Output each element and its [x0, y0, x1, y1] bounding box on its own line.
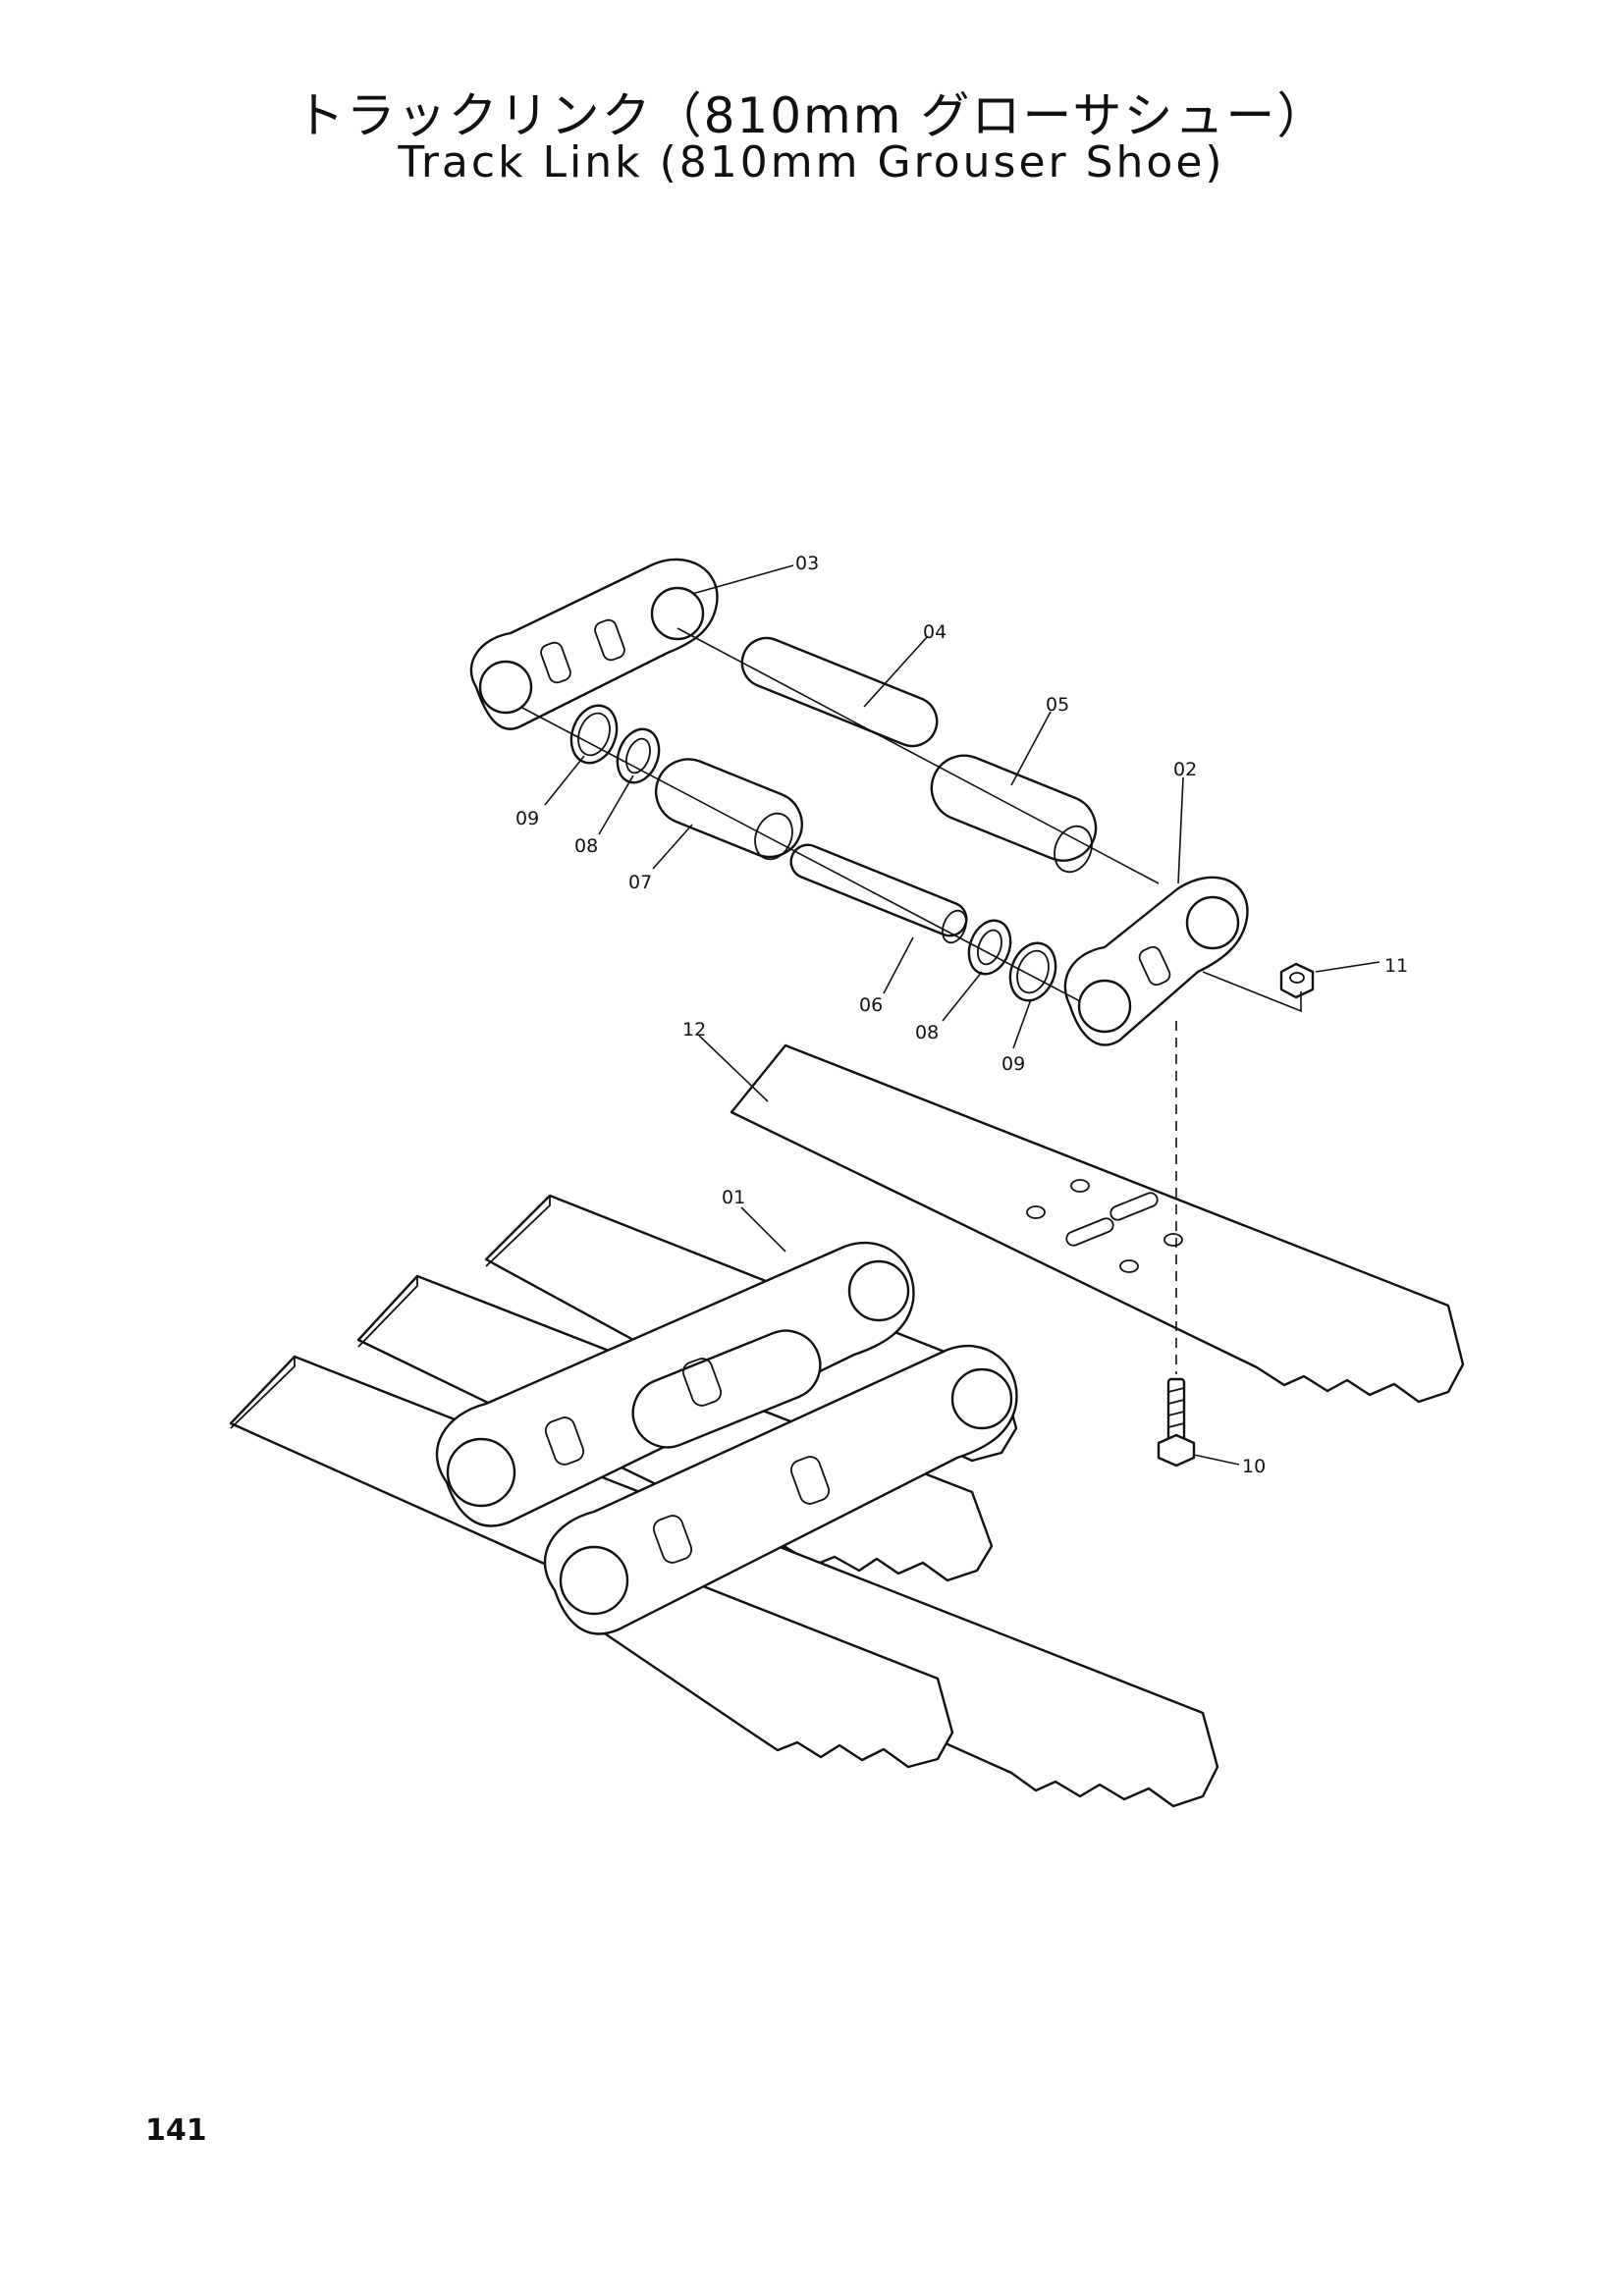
callout-08-right: 08	[915, 1022, 939, 1043]
nut-axis-line	[1202, 971, 1302, 1013]
callout-12: 12	[682, 1019, 706, 1041]
link-pin-boss-1	[446, 1437, 516, 1508]
page-title-english: Track Link (810mm Grouser Shoe)	[398, 137, 1225, 187]
ring-09-left	[569, 704, 619, 765]
shoe-plate-12	[730, 1043, 1465, 1404]
page-title-japanese: トラックリンク（810mm グローサシュー）	[295, 87, 1328, 144]
assembly-axis-upper	[676, 627, 1160, 884]
link-pin-boss-4	[950, 1367, 1013, 1430]
callout-09-left: 09	[515, 808, 539, 829]
track-link-02	[1063, 876, 1249, 1046]
seal-08-right	[967, 919, 1012, 976]
callout-02: 02	[1173, 759, 1197, 780]
callout-03: 03	[795, 553, 819, 574]
assembled-link-right	[543, 1344, 1018, 1635]
page-number: 141	[145, 2113, 207, 2148]
callout-10: 10	[1242, 1456, 1266, 1477]
assembly-axis-lower	[519, 706, 1081, 1002]
shoe-nut-11	[1279, 962, 1315, 999]
track-shoe-lower	[582, 1559, 954, 1769]
link-window-1	[544, 1416, 585, 1466]
callout-08-left: 08	[574, 835, 598, 857]
callout-06: 06	[859, 994, 883, 1016]
shoe-plate-holes	[1026, 1179, 1183, 1273]
callout-05: 05	[1046, 694, 1069, 716]
callouts: 03 04 05 02 11 09 08 07 06 08 09 12	[515, 553, 1408, 1477]
track-pin-04	[740, 636, 939, 748]
link-pin-boss-2	[847, 1259, 910, 1322]
link-window-3	[652, 1515, 693, 1564]
callout-09-right: 09	[1001, 1053, 1025, 1075]
track-link-03	[469, 558, 719, 730]
callout-04: 04	[923, 621, 947, 643]
assembled-bushing	[631, 1329, 822, 1449]
link-window-4	[789, 1456, 831, 1505]
shoe-bolt-10	[1157, 1377, 1196, 1468]
master-pin-06	[789, 843, 968, 944]
callout-01: 01	[722, 1187, 745, 1208]
bushing-05	[930, 754, 1098, 874]
link-pin-boss-3	[559, 1545, 629, 1616]
track-link-assembly-01	[435, 1241, 1018, 1635]
callout-07: 07	[628, 872, 652, 893]
callout-11: 11	[1384, 955, 1408, 977]
ring-09-right	[1008, 941, 1057, 1002]
link-window-2	[681, 1358, 723, 1407]
